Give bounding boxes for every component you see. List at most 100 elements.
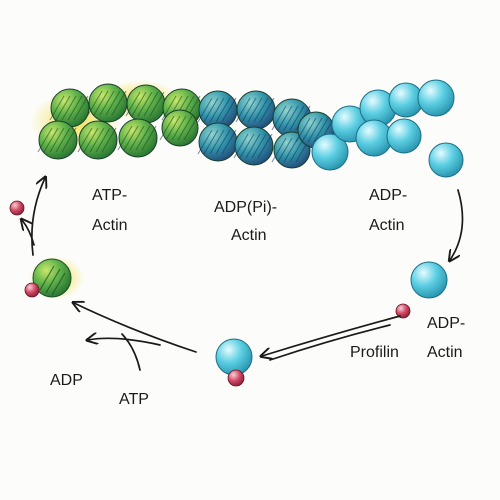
subunit-hatch: [143, 91, 159, 117]
subunit-hatch: [253, 97, 269, 123]
actin-subunit: [161, 109, 199, 147]
subunit-hatch: [83, 127, 99, 153]
depolymerization-arrow: [450, 189, 464, 260]
cycle-arrows: [22, 178, 464, 371]
subunit-hatch: [295, 117, 311, 143]
subunit-hatch: [165, 115, 181, 141]
subunit-hatch: [241, 97, 257, 123]
actin-subunit: [118, 118, 158, 158]
atp-actin-profilin-complex: [24, 256, 84, 300]
subunit-hatch: [131, 91, 147, 117]
svg-text:Actin: Actin: [231, 227, 267, 244]
subunit-hatch: [61, 95, 77, 121]
subunit-hatch: [251, 133, 267, 159]
subunit-hatch: [87, 90, 103, 116]
subunit-hatch: [135, 125, 151, 151]
subunit-hatch: [233, 133, 249, 159]
subunit-hatch: [239, 133, 255, 159]
svg-text:Actin: Actin: [427, 344, 463, 361]
adp-actin-profilin-complex: [215, 338, 253, 387]
subunit-hatch: [307, 117, 323, 143]
subunit-hatch: [49, 127, 65, 153]
subunit-hatch: [105, 90, 121, 116]
actin-subunit: [234, 126, 274, 166]
subunit-hatch: [215, 129, 231, 155]
subunit-hatch: [161, 95, 177, 121]
profilin-bead-right: [395, 303, 411, 319]
subunit-hatch: [277, 137, 293, 163]
actin-subunit: [311, 133, 349, 171]
svg-text:ADP-: ADP-: [427, 315, 465, 332]
adp-release-arrow: [88, 338, 161, 346]
subunit-hatch: [313, 117, 329, 143]
svg-text:Actin: Actin: [369, 217, 405, 234]
actin-subunit: [355, 119, 393, 157]
actin-subunit: [273, 131, 311, 169]
subunit-hatch: [93, 90, 109, 116]
subunit-hatch: [159, 115, 175, 141]
assembly-arrow: [31, 178, 45, 256]
svg-text:Actin: Actin: [92, 217, 128, 234]
label-atp: ATP: [119, 391, 149, 408]
subunit-hatch: [95, 127, 111, 153]
label-profilin: Profilin: [350, 344, 399, 361]
subunit-hatch: [283, 105, 299, 131]
subunit-hatch: [89, 127, 105, 153]
subunit-hatch: [149, 91, 165, 117]
actin-filament: [37, 79, 455, 171]
subunit-hatch: [99, 90, 115, 116]
subunit-hatch: [55, 127, 71, 153]
actin-subunit: [78, 120, 118, 160]
subunit-hatch: [289, 137, 305, 163]
subunit-hatch: [49, 95, 65, 121]
subunit-hatch: [43, 127, 59, 153]
subunit-hatch: [301, 117, 317, 143]
subunit-hatch: [61, 127, 77, 153]
actin-subunit: [417, 79, 455, 117]
subunit-hatch: [141, 125, 157, 151]
subunit-hatch: [77, 127, 93, 153]
subunit-hatch: [73, 95, 89, 121]
subunit-hatch: [245, 133, 261, 159]
subunit-hatch: [215, 97, 231, 123]
actin-subunit: [38, 120, 78, 160]
subunit-hatch: [177, 115, 193, 141]
subunit-hatch: [289, 105, 305, 131]
label-adp: ADP: [50, 372, 83, 389]
subunit-hatch: [203, 97, 219, 123]
subunit-hatch: [209, 97, 225, 123]
label-adp-actin-monomer: ADP- Actin: [427, 315, 465, 361]
subunit-hatch: [203, 129, 219, 155]
svg-text:ADP-: ADP-: [369, 187, 407, 204]
subunit-hatch: [111, 90, 127, 116]
subunit-hatch: [55, 95, 71, 121]
subunit-hatch: [183, 115, 199, 141]
free-profilin-bead: [9, 200, 25, 216]
released-adp-actin-monomer: [428, 142, 464, 178]
subunit-hatch: [101, 127, 117, 153]
subunit-hatch: [197, 97, 213, 123]
profilin-binding-arrow-2: [269, 324, 391, 361]
subunit-hatch: [197, 129, 213, 155]
subunit-hatch: [283, 137, 299, 163]
subunit-hatch: [271, 105, 287, 131]
label-atp-actin: ATP- Actin: [92, 187, 128, 234]
subunit-hatch: [277, 105, 293, 131]
subunit-hatch: [259, 97, 275, 123]
subunit-hatch: [117, 125, 133, 151]
subunit-hatch: [125, 91, 141, 117]
subunit-hatch: [221, 129, 237, 155]
subunit-hatch: [247, 97, 263, 123]
label-adp-actin-filament: ADP- Actin: [369, 187, 407, 234]
subunit-hatch: [67, 95, 83, 121]
nucleotide-exchange-arrow: [74, 303, 197, 353]
subunit-hatch: [137, 91, 153, 117]
adp-actin-monomer: [410, 261, 448, 299]
subunit-hatch: [209, 129, 225, 155]
actin-subunit: [386, 118, 422, 154]
subunit-hatch: [37, 127, 53, 153]
subunit-hatch: [171, 115, 187, 141]
atp-binding-arrow: [121, 333, 141, 371]
